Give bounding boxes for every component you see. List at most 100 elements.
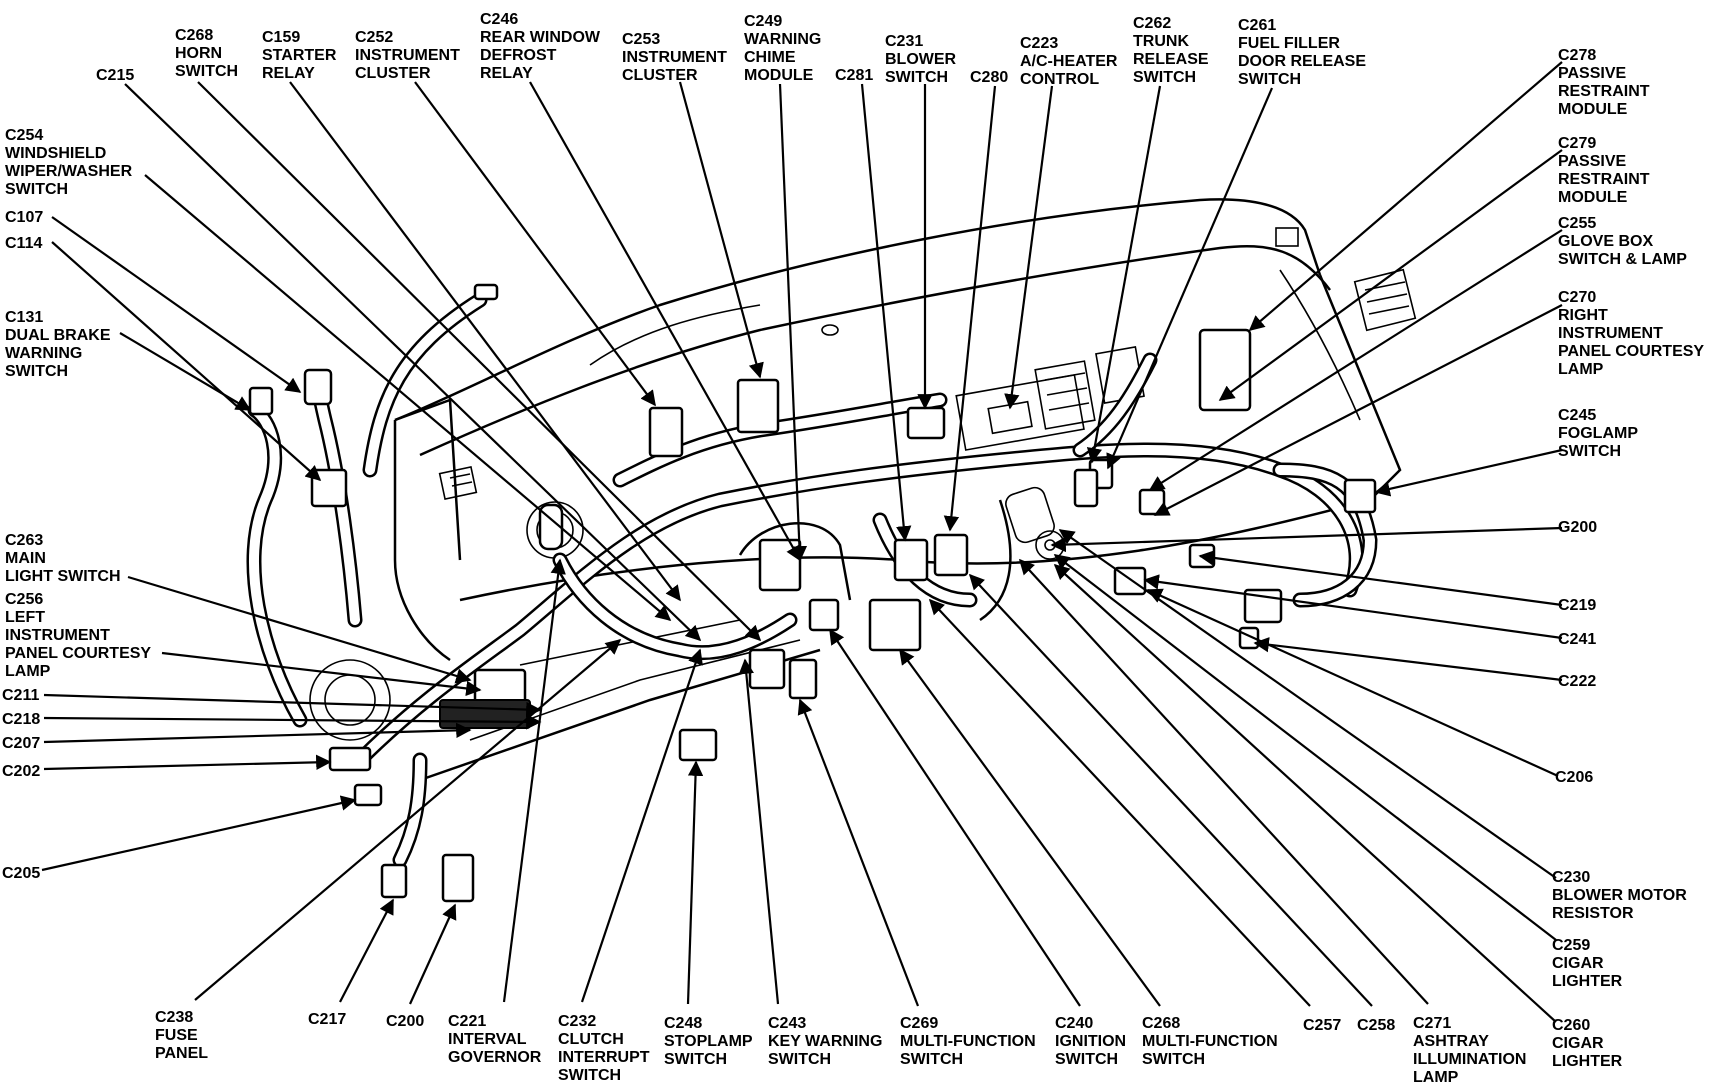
label-line: CLUSTER [355,65,431,82]
label-line: RELEASE [1133,51,1209,68]
label-line: C217 [308,1011,346,1028]
label-line: DUAL BRAKE [5,327,111,344]
label-line: ILLUMINATION [1413,1051,1526,1068]
label-line: C215 [96,67,134,84]
leader-c270 [1153,304,1563,516]
label-line: SWITCH [1133,69,1196,86]
label-line: INSTRUMENT [5,627,110,644]
label-line: MAIN [5,550,46,567]
label-line: C245 [1558,407,1596,424]
leader-c202 [43,754,332,771]
label-line: MODULE [1558,189,1628,206]
leader-c222 [1253,637,1563,682]
label-line: SWITCH [1142,1051,1205,1068]
label-line: WIPER/WASHER [5,163,133,180]
leader-c269 [797,698,920,1007]
label-line: C241 [1558,631,1596,648]
leader-c221 [502,558,566,1003]
label-c281: C281 [835,67,873,84]
label-line: C218 [2,711,40,728]
label-line: CIGAR [1552,955,1604,972]
label-line: FUEL FILLER [1238,35,1340,52]
label-line: C222 [1558,673,1596,690]
label-line: C159 [262,29,300,46]
label-line: INSTRUMENT [355,47,460,64]
leader-c268-mf [899,648,1161,1007]
leader-c131 [119,332,252,411]
label-line: INTERRUPT [558,1049,650,1066]
label-line: C131 [5,309,43,326]
label-line: PANEL COURTESY [1558,343,1704,360]
label-c114: C114 [5,235,42,252]
label-line: FOGLAMP [1558,425,1638,442]
label-line: LEFT [5,609,45,626]
label-line: LIGHT SWITCH [5,568,121,585]
leader-c211 [43,693,542,718]
label-line: C200 [386,1013,424,1030]
label-line: C114 [5,235,42,252]
label-line: RESTRAINT [1558,171,1650,188]
label-c205: C205 [2,865,40,882]
label-line: C221 [448,1013,486,1030]
label-line: BLOWER [885,51,957,68]
leader-c200 [408,903,457,1005]
leader-c230 [1058,529,1557,879]
label-line: REAR WINDOW [480,29,601,46]
label-line: C259 [1552,937,1590,954]
label-line: C257 [1303,1017,1341,1034]
label-line: RESTRAINT [1558,83,1650,100]
label-line: MULTI-FUNCTION [900,1033,1036,1050]
leader-c253 [678,81,764,379]
label-c206: C206 [1555,769,1593,786]
label-line: DEFROST [480,47,557,64]
label-line: WARNING [744,31,821,48]
label-line: RIGHT [1558,307,1608,324]
label-line: C207 [2,735,40,752]
leader-c263 [127,575,472,684]
label-line: CONTROL [1020,71,1099,88]
label-line: C271 [1413,1015,1451,1032]
label-line: G200 [1558,519,1597,536]
leader-c159 [289,81,681,602]
leader-c241 [1143,574,1563,640]
label-line: C256 [5,591,43,608]
leader-c246 [529,81,801,562]
label-line: C281 [835,67,873,84]
label-c219: C219 [1558,597,1596,614]
label-line: CHIME [744,49,796,66]
label-line: SWITCH [1238,71,1301,88]
label-g200: G200 [1558,519,1597,536]
leader-c254 [144,174,672,621]
label-c218: C218 [2,711,40,728]
label-line: LAMP [1413,1069,1459,1086]
label-line: ASHTRAY [1413,1033,1489,1050]
label-line: PANEL [155,1045,208,1062]
leader-c268-horn [197,81,762,642]
label-line: STARTER [262,47,337,64]
leader-c260 [1053,563,1557,1023]
label-line: A/C-HEATER [1020,53,1118,70]
label-line: C249 [744,13,782,30]
label-line: KEY WARNING [768,1033,882,1050]
label-line: C270 [1558,289,1596,306]
leader-c219 [1198,550,1563,607]
label-line: C278 [1558,47,1596,64]
label-line: SWITCH [5,363,68,380]
label-c200: C200 [386,1013,424,1030]
